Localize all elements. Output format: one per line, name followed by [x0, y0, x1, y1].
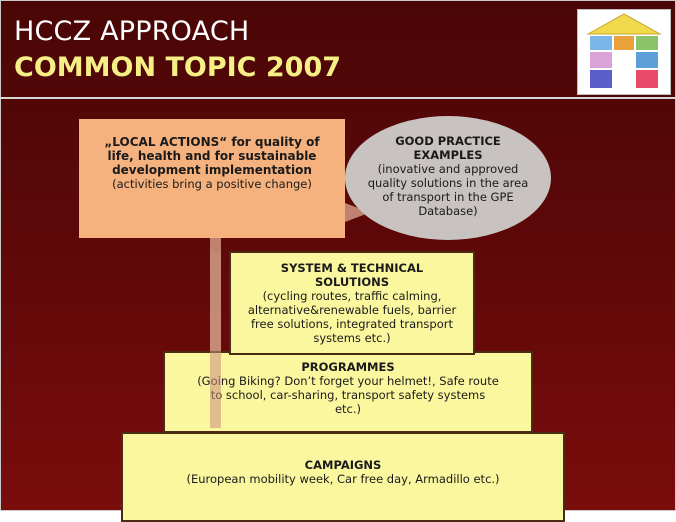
system-desc-2: alternative&renewable fuels, barrier	[247, 303, 457, 317]
title-line-2: COMMON TOPIC 2007	[14, 52, 342, 83]
good-practice-title-1: GOOD PRACTICE	[395, 134, 501, 148]
good-practice-desc-4: Database)	[418, 204, 478, 218]
system-desc-4: systems etc.)	[313, 331, 391, 345]
system-title-2: SOLUTIONS	[314, 275, 390, 289]
good-practice-desc-2: quality solutions in the area	[367, 176, 529, 190]
programmes-desc-3: etc.)	[334, 402, 362, 416]
programmes-box: PROGRAMMES (Going Biking? Don’t forget y…	[163, 351, 533, 433]
good-practice-desc-1: (inovative and approved	[377, 162, 519, 176]
programmes-desc-1: (Going Biking? Don’t forget your helmet!…	[197, 374, 499, 388]
system-desc-1: (cycling routes, traffic calming,	[262, 289, 442, 303]
campaigns-desc: (European mobility week, Car free day, A…	[186, 472, 500, 486]
programmes-title: PROGRAMMES	[301, 360, 395, 374]
programmes-desc-2: to school, car-sharing, transport safety…	[210, 388, 486, 402]
good-practice-desc-3: of transport in the GPE	[382, 190, 514, 204]
system-title-1: SYSTEM & TECHNICAL	[280, 261, 424, 275]
campaigns-box: CAMPAIGNS (European mobility week, Car f…	[121, 432, 565, 522]
title-divider	[0, 97, 676, 99]
local-actions-box: „LOCAL ACTIONS“ for quality of life, hea…	[79, 119, 345, 238]
local-actions-title-1: „LOCAL ACTIONS“ for quality of	[104, 135, 320, 149]
good-practice-title-2: EXAMPLES	[413, 148, 483, 162]
title-line-1: HCCZ APPROACH	[14, 16, 250, 47]
system-desc-3: free solutions, integrated transport	[251, 317, 453, 331]
system-solutions-box: SYSTEM & TECHNICAL SOLUTIONS (cycling ro…	[229, 251, 475, 355]
local-actions-title-3: development implementation	[112, 163, 312, 177]
campaigns-title: CAMPAIGNS	[304, 458, 382, 472]
local-actions-title-2: life, health and for sustainable	[107, 149, 317, 163]
good-practice-ellipse: GOOD PRACTICE EXAMPLES (inovative and ap…	[345, 116, 551, 240]
local-actions-subtitle: (activities bring a positive change)	[112, 177, 312, 191]
house-arch-logo-icon	[577, 9, 671, 95]
